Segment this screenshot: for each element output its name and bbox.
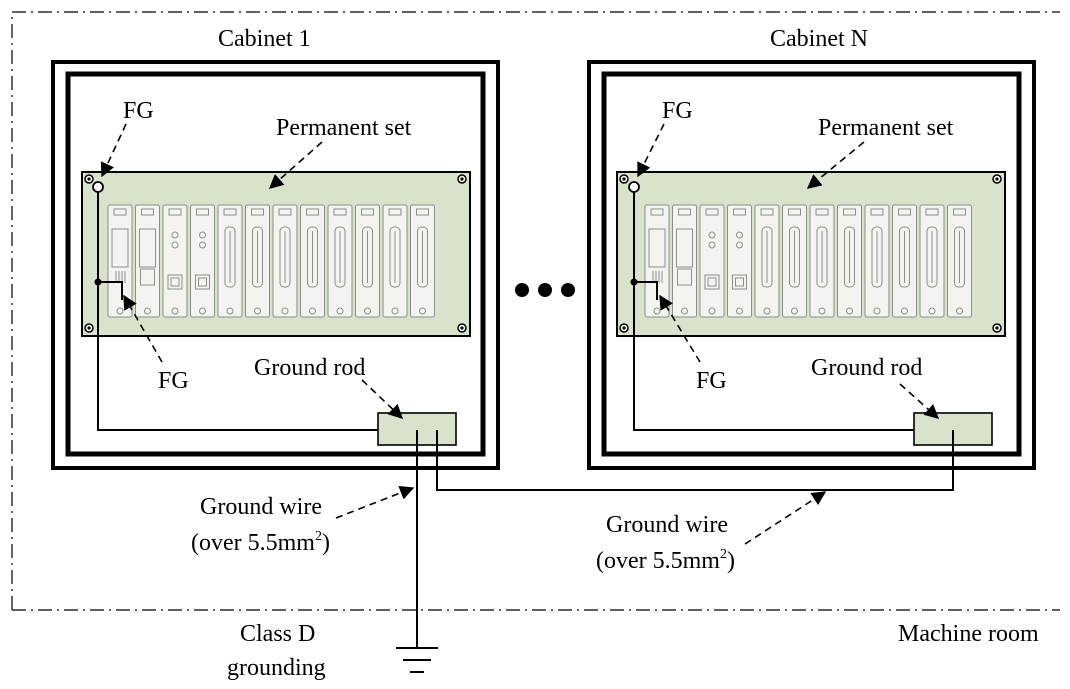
cabinet-ground-wire [633, 192, 914, 431]
fg-terminal-top [92, 181, 104, 193]
plc-module-icon [382, 204, 408, 318]
interconnect-ground-wire [436, 430, 954, 491]
ground-wire-right-arrow [744, 491, 827, 545]
ground-rod-label: Ground rod [811, 355, 922, 381]
ground-wire-right-label: Ground wire (over 5.5mm2) [596, 512, 735, 574]
plc-module-icon [809, 204, 835, 318]
ground-wire-right-line1: Ground wire [606, 512, 728, 538]
plc-module-icon [245, 204, 270, 318]
plc-module-icon [107, 204, 133, 318]
fg-top-label: FG [123, 98, 154, 124]
ellipsis-dots-icon [515, 283, 575, 297]
fg-module-wire [634, 281, 658, 300]
ground-wire-left-line2: (over 5.5mm2) [191, 529, 330, 556]
fg-junction-dot [94, 278, 102, 286]
ground-wire-left-arrow [335, 485, 415, 519]
ground-wire-left-line1: Ground wire [200, 494, 322, 520]
cabinet-title: Cabinet 1 [218, 26, 311, 52]
ground-symbol-icon [396, 647, 438, 673]
plc-module-icon [672, 204, 697, 318]
plc-module-icon [644, 204, 670, 318]
plc-module-icon [919, 204, 945, 318]
grounding-line2: grounding [227, 655, 326, 681]
plc-module-icon [892, 204, 917, 318]
machine-room-boundary [11, 11, 1060, 611]
plc-module-icon [837, 204, 862, 318]
cabinet-n: Cabinet N FG Permanent set FG Ground rod [587, 26, 1036, 470]
fg-bottom-label: FG [696, 368, 727, 394]
machine-room-label: Machine room [898, 621, 1039, 647]
cabinet-title: Cabinet N [770, 26, 868, 52]
plc-module-icon [135, 204, 160, 318]
fg-bottom-label: FG [158, 368, 189, 394]
fg-junction-dot [630, 278, 638, 286]
plc-modules [107, 204, 435, 318]
cabinet-ground-wire [97, 192, 378, 431]
ground-rod-label: Ground rod [254, 355, 365, 381]
plc-module-icon [300, 204, 325, 318]
plc-module-icon [727, 204, 752, 318]
ground-wire-left-label: Ground wire (over 5.5mm2) [191, 494, 330, 556]
plc-module-icon [782, 204, 807, 318]
permanent-set-label: Permanent set [818, 115, 954, 141]
plc-module-icon [355, 204, 380, 318]
fg-bottom-arrow [659, 294, 701, 363]
ground-rod-arrow [899, 383, 940, 419]
plc-modules [644, 204, 972, 318]
ground-wire-right-line2: (over 5.5mm2) [596, 547, 735, 574]
panel-screws [619, 174, 1002, 333]
fg-top-arrow [100, 123, 127, 178]
plc-module-icon [190, 204, 215, 318]
plc-module-icon [947, 204, 972, 318]
permanent-set-label: Permanent set [276, 115, 412, 141]
cabinet-outer-wall [51, 60, 500, 470]
plc-module-icon [699, 204, 725, 318]
panel-screws [84, 174, 467, 333]
plc-module-icon [217, 204, 243, 318]
plc-module-icon [272, 204, 298, 318]
cabinet-inner-wall [601, 71, 1022, 457]
fg-terminal-top [628, 181, 640, 193]
fg-module-wire [98, 281, 123, 300]
plc-module-icon [864, 204, 890, 318]
fg-top-arrow [637, 123, 665, 178]
plc-module-icon [327, 204, 353, 318]
plc-module-icon [754, 204, 780, 318]
cabinet-inner-wall [65, 71, 486, 457]
ground-rod-arrow [361, 379, 404, 419]
grounding-line1: Class D [240, 621, 315, 647]
permanent-set-arrow [806, 141, 865, 189]
cabinet-1: Cabinet 1 FG Permanent set FG Ground rod [51, 26, 500, 470]
plc-module-icon [162, 204, 188, 318]
fg-top-label: FG [662, 98, 693, 124]
plc-module-icon [410, 204, 435, 318]
cabinet-outer-wall [587, 60, 1036, 470]
fg-bottom-arrow [123, 294, 163, 363]
